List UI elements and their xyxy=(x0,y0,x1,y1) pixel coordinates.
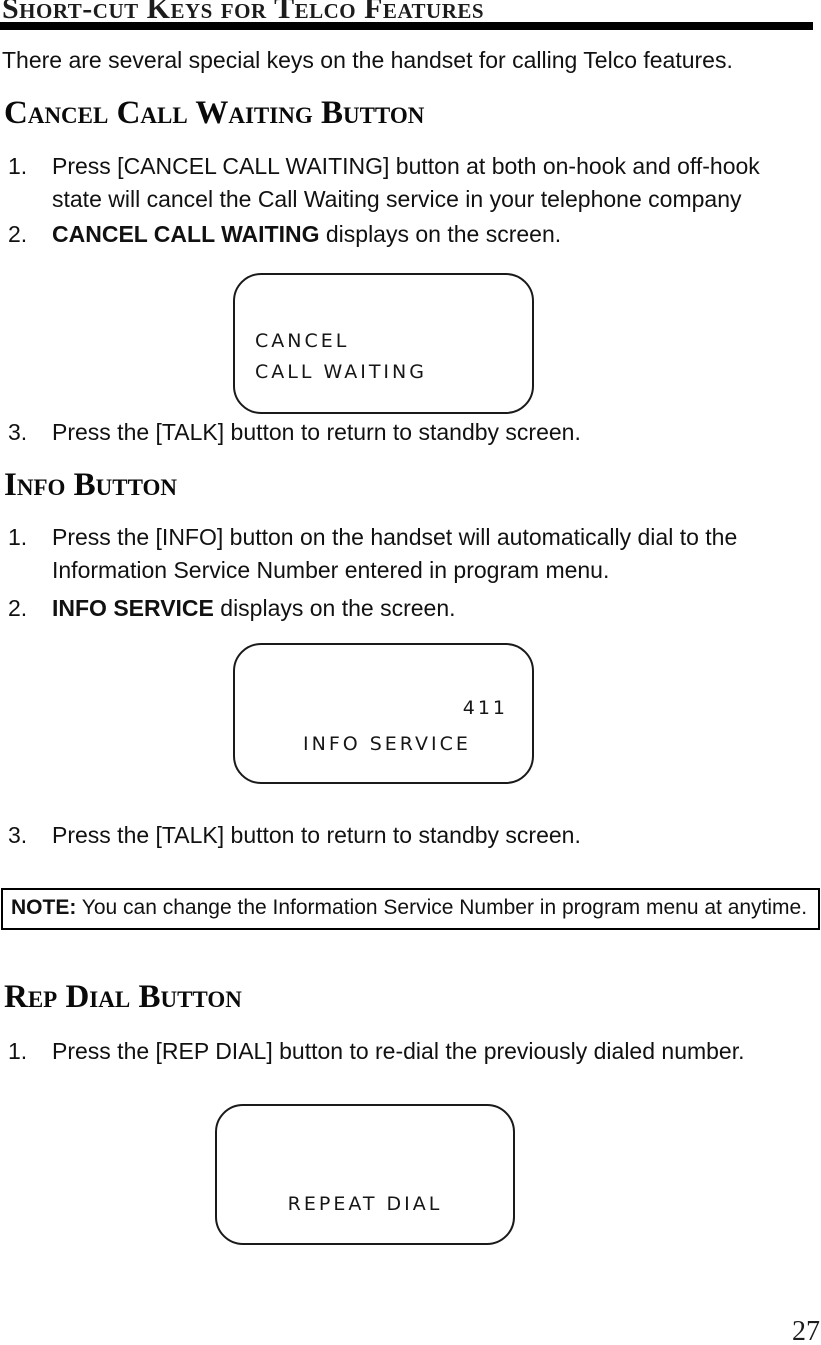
list-number: 2. xyxy=(8,221,28,247)
list-number: 1. xyxy=(8,524,28,550)
heading-info-button: Info Button xyxy=(4,467,178,503)
intro-text: There are several special keys on the ha… xyxy=(2,47,733,73)
lcd-screen-cancel-call-waiting: CANCEL CALL WAITING xyxy=(233,273,534,414)
list-number: 3. xyxy=(8,419,28,445)
list-number: 2. xyxy=(8,595,28,621)
title-underline xyxy=(0,22,813,30)
list-number: 1. xyxy=(8,153,28,179)
step-text-line: Press the [REP DIAL] button to re-dial t… xyxy=(52,1038,745,1064)
step-text-line: Information Service Number entered in pr… xyxy=(52,557,610,583)
info-step-1: 1. Press the [INFO] button on the handse… xyxy=(0,521,821,587)
note-text: You can change the Information Service N… xyxy=(76,896,808,919)
page-title: Short-cut Keys for Telco Features xyxy=(2,0,485,25)
info-step-2: 2. INFO SERVICE displays on the screen. xyxy=(0,592,821,625)
info-step-3: 3. Press the [TALK] button to return to … xyxy=(0,819,821,852)
repdial-step-1: 1. Press the [REP DIAL] button to re-dia… xyxy=(0,1035,821,1068)
list-number: 1. xyxy=(8,1038,28,1064)
lcd-screen-repeat-dial: REPEAT DIAL xyxy=(215,1104,515,1245)
step-text-rest: displays on the screen. xyxy=(213,595,456,621)
step-text-line: Press the [TALK] button to return to sta… xyxy=(52,822,581,848)
note-box: NOTE: You can change the Information Ser… xyxy=(1,888,820,930)
step-text: Press [CANCEL CALL WAITING] button at bo… xyxy=(52,150,821,216)
lcd-dialed-number: 411 xyxy=(462,697,508,719)
step-text-line: state will cancel the Call Waiting servi… xyxy=(52,186,742,212)
lcd-text-line: INFO SERVICE xyxy=(303,733,471,755)
step-text: Press the [TALK] button to return to sta… xyxy=(52,416,821,449)
step-text-line: Press the [TALK] button to return to sta… xyxy=(52,419,581,445)
cancel-step-3: 3. Press the [TALK] button to return to … xyxy=(0,416,821,449)
step-text: INFO SERVICE displays on the screen. xyxy=(52,592,821,625)
step-text: Press the [TALK] button to return to sta… xyxy=(52,819,821,852)
cancel-step-1: 1. Press [CANCEL CALL WAITING] button at… xyxy=(0,150,821,216)
heading-rep-dial-button: Rep Dial Button xyxy=(4,979,242,1015)
cancel-step-2: 2. CANCEL CALL WAITING displays on the s… xyxy=(0,218,821,251)
heading-cancel-call-waiting-button: Cancel Call Waiting Button xyxy=(4,95,425,131)
display-message-name: INFO SERVICE xyxy=(52,595,214,621)
lcd-text-line: CALL WAITING xyxy=(255,361,427,383)
step-text-line: CANCEL CALL WAITING displays on the scre… xyxy=(52,218,821,251)
lcd-text-line: REPEAT DIAL xyxy=(287,1193,443,1215)
step-text-line: Press the [INFO] button on the handset w… xyxy=(52,524,738,550)
step-text-line: Press [CANCEL CALL WAITING] button at bo… xyxy=(52,153,760,179)
lcd-screen-info-service: 411 INFO SERVICE xyxy=(233,643,534,784)
page-number: 27 xyxy=(792,1316,820,1345)
lcd-text-line: CANCEL xyxy=(255,330,350,352)
display-message-name: CANCEL CALL WAITING xyxy=(52,221,320,247)
step-text-line: INFO SERVICE displays on the screen. xyxy=(52,592,821,625)
step-text: Press the [INFO] button on the handset w… xyxy=(52,521,821,587)
step-text-rest: displays on the screen. xyxy=(319,221,562,247)
list-number: 3. xyxy=(8,822,28,848)
note-label: NOTE: xyxy=(11,896,77,919)
step-text: CANCEL CALL WAITING displays on the scre… xyxy=(52,218,821,251)
step-text: Press the [REP DIAL] button to re-dial t… xyxy=(52,1035,821,1068)
